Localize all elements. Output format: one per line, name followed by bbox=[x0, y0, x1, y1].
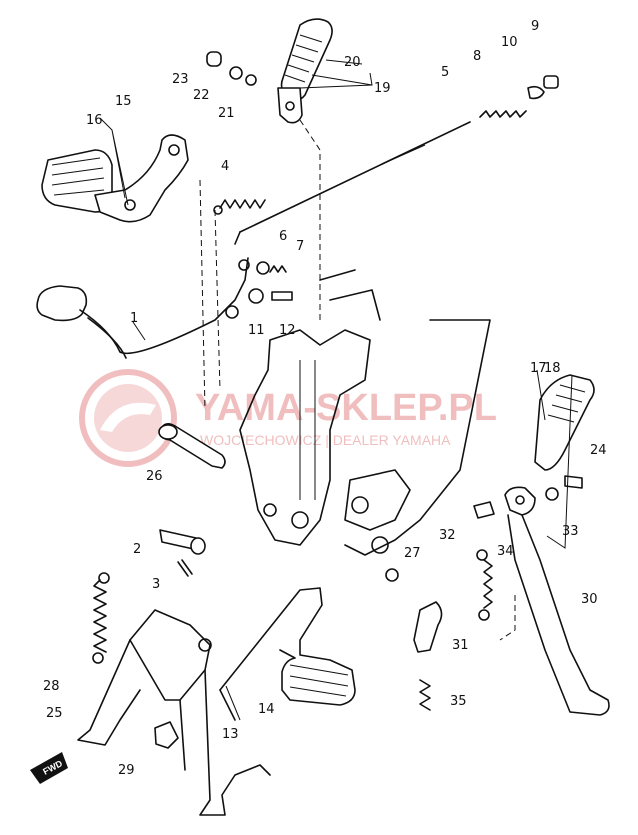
callout-19: 19 bbox=[374, 81, 391, 96]
callout-27: 27 bbox=[404, 546, 421, 561]
callout-3: 3 bbox=[152, 577, 160, 592]
callout-1: 1 bbox=[130, 311, 138, 326]
callout-17: 17 bbox=[530, 361, 547, 376]
callout-35: 35 bbox=[450, 694, 467, 709]
callout-7: 7 bbox=[296, 239, 304, 254]
callout-8: 8 bbox=[473, 49, 481, 64]
side-stand-hardware bbox=[385, 374, 595, 711]
leader-lines bbox=[99, 59, 573, 721]
watermark: YAMA-SKLEP.PL WOJCIECHOWICZ | DEALER YAM… bbox=[79, 369, 497, 467]
rear-footrest-assembly bbox=[219, 587, 356, 721]
callout-12: 12 bbox=[279, 323, 296, 338]
callout-20: 20 bbox=[344, 55, 361, 70]
callout-33: 33 bbox=[562, 524, 579, 539]
callout-21: 21 bbox=[218, 106, 235, 121]
brake-rod-assembly bbox=[213, 75, 559, 245]
callout-28: 28 bbox=[43, 679, 60, 694]
callout-13: 13 bbox=[222, 727, 239, 742]
side-stand bbox=[504, 486, 610, 716]
callout-18: 18 bbox=[544, 361, 561, 376]
center-stand-spring bbox=[92, 572, 110, 664]
callout-15: 15 bbox=[115, 94, 132, 109]
callout-5: 5 bbox=[441, 65, 449, 80]
callout-30: 30 bbox=[581, 592, 598, 607]
brake-pedal bbox=[36, 257, 250, 359]
callout-31: 31 bbox=[452, 638, 469, 653]
callout-10: 10 bbox=[501, 35, 518, 50]
callout-4: 4 bbox=[221, 159, 229, 174]
pivot-pin-and-cotter bbox=[159, 529, 206, 577]
pivot-shaft bbox=[158, 422, 226, 469]
callout-14: 14 bbox=[258, 702, 275, 717]
callout-32: 32 bbox=[439, 528, 456, 543]
callout-23: 23 bbox=[172, 72, 189, 87]
callout-2: 2 bbox=[133, 542, 141, 557]
callout-22: 22 bbox=[193, 88, 210, 103]
callout-11: 11 bbox=[248, 323, 265, 338]
frame bbox=[199, 119, 491, 556]
small-hardware-mid bbox=[248, 261, 293, 304]
callout-16: 16 bbox=[86, 113, 103, 128]
watermark-subtitle: WOJCIECHOWICZ | DEALER YAMAHA bbox=[200, 432, 451, 448]
callout-24: 24 bbox=[590, 443, 607, 458]
center-stand bbox=[77, 609, 271, 816]
watermark-logo-icon bbox=[79, 369, 177, 467]
callout-34: 34 bbox=[497, 544, 514, 559]
callout-29: 29 bbox=[118, 763, 135, 778]
rear-footrest-right bbox=[277, 18, 333, 124]
rear-footrest-left bbox=[41, 134, 189, 223]
callout-9: 9 bbox=[531, 19, 539, 34]
callout-25: 25 bbox=[46, 706, 63, 721]
watermark-title: YAMA-SKLEP.PL bbox=[195, 387, 497, 429]
callout-labels: 1 2 3 4 5 6 7 8 9 10 11 12 13 14 15 16 1… bbox=[43, 19, 607, 778]
callout-6: 6 bbox=[279, 229, 287, 244]
small-hardware-top bbox=[206, 51, 257, 86]
fwd-badge: FWD bbox=[30, 752, 68, 784]
stopper bbox=[154, 721, 179, 749]
callout-26: 26 bbox=[146, 469, 163, 484]
